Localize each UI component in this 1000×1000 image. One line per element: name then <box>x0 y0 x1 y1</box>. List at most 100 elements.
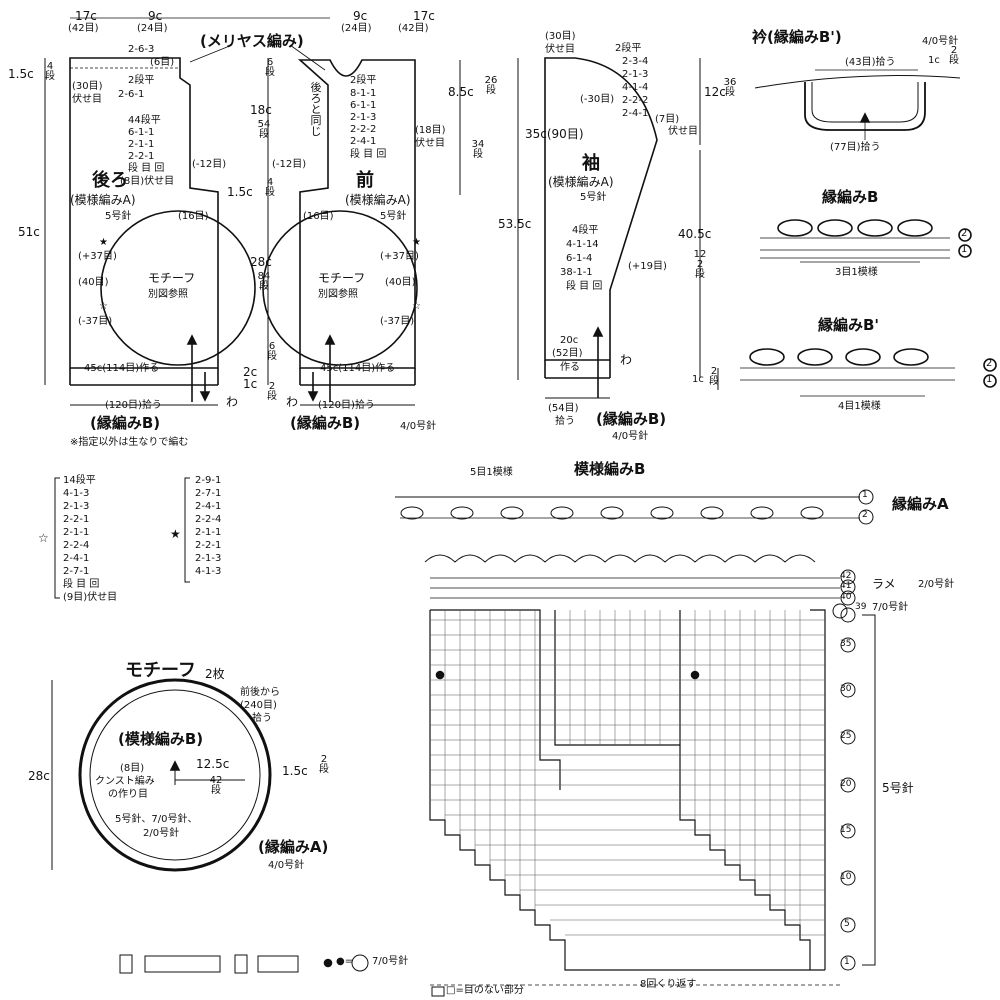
edging-b-prime-repeat: 4目1模様 <box>838 401 881 412</box>
sleeve-inc-1: 4-1-14 <box>566 239 599 250</box>
back-note: ※指定以外は生なりで編む <box>70 437 189 448</box>
back-decrease: (-37目) <box>78 316 113 327</box>
back-armhole-dec-2: 2-1-1 <box>128 139 155 150</box>
back-pattern: (模様編みA) <box>70 193 136 207</box>
front-neck-dec-2: 6-1-1 <box>350 100 377 111</box>
chart-repeat: 5目1模様 <box>470 467 513 478</box>
open-star-row: 2-4-1 <box>63 553 90 564</box>
front-neck-bind-label: 伏せ目 <box>415 138 445 149</box>
edging-b-prime-height: 1c <box>692 374 704 385</box>
back-armhole-dec-1: 6-1-1 <box>128 127 155 138</box>
edging-b-prime-rows: 2段 <box>709 366 719 387</box>
back-needle: 5号針 <box>105 211 132 222</box>
sleeve-width: 35c(90目) <box>525 127 584 141</box>
front-st40: (40目) <box>385 277 416 288</box>
open-star-row: 2-7-1 <box>63 566 90 577</box>
front-neck-rows: 26段 <box>484 75 498 96</box>
front-top-mid-width: 9c <box>353 9 368 23</box>
back-st40: (40目) <box>78 277 109 288</box>
front-h2: 2c <box>243 365 258 379</box>
front-rows-34: 34段 <box>471 139 485 160</box>
chart-row-25: 25 <box>840 731 852 741</box>
edging-b-prime-row-2: 2 <box>986 358 993 369</box>
front-body-length: 28c <box>250 255 272 269</box>
sleeve-cap-bind: (30目) <box>545 31 576 42</box>
front-edging-needle: 4/0号針 <box>400 421 437 432</box>
chart-bobble-legend: ●= <box>336 956 354 967</box>
sleeve-edging-needle: 4/0号針 <box>612 431 649 442</box>
collar-height: 1c <box>928 55 940 66</box>
sleeve-needle: 5号針 <box>580 192 607 203</box>
sleeve-cuff-make: 作る <box>560 362 580 373</box>
back-neck-bind-label: 伏せ目 <box>72 94 102 105</box>
front-motif-ref: 別図参照 <box>318 289 358 300</box>
motif-diameter: 28c <box>28 769 50 783</box>
front-neck-dec-3: 2-1-3 <box>350 112 377 123</box>
back-motif-ref: 別図参照 <box>148 289 188 300</box>
front-neck-dec-1: 8-1-1 <box>350 88 377 99</box>
front-armhole-length: 18c <box>250 103 272 117</box>
motif-needles-2: 2/0号針 <box>143 828 180 839</box>
back-star-filled: ★ <box>99 237 108 248</box>
front-neck-dec-4: 2-2-2 <box>350 124 377 135</box>
motif-start-1: クンスト編み <box>95 776 155 787</box>
front-pattern: (模様編みA) <box>345 193 411 207</box>
motif-radius: 12.5c <box>196 757 230 771</box>
motif-needles-1: 5号針、7/0号針、 <box>115 814 198 825</box>
front-rows-2: 2段 <box>267 381 277 402</box>
front-title: 前 <box>356 170 374 191</box>
chart-edge-row-2: 2 <box>862 510 868 520</box>
front-rows-6b: 6段 <box>267 341 277 362</box>
front-pick: (120目)拾う <box>318 400 375 411</box>
back-neck-bind: (30目) <box>72 81 103 92</box>
back-shoulder-rows: 4段 <box>45 61 55 82</box>
chart-edge-row-1: 1 <box>862 490 868 500</box>
motif-edge-height: 1.5c <box>282 764 308 778</box>
open-star-row: 2-1-3 <box>63 501 90 512</box>
back-shoulder-decrease: 2-6-3 <box>128 44 155 55</box>
open-star-row: 2-2-1 <box>63 514 90 525</box>
back-hem: 45c(114目)作る <box>84 363 160 374</box>
sleeve-inc-flat: 4段平 <box>572 225 599 236</box>
chart-row-42: 42 <box>840 571 852 581</box>
sleeve-body-length: 40.5c <box>678 227 712 241</box>
filled-star-row: 2-9-1 <box>195 475 222 486</box>
back-neck-decrease: 2-6-1 <box>118 89 145 100</box>
front-body-rows: 84段 <box>257 271 271 292</box>
front-top-right-stitches: (42目) <box>398 23 429 34</box>
sleeve-cap-minus: (-30目) <box>580 94 615 105</box>
edging-b-row-2: 2 <box>961 228 968 239</box>
front-armhole-rows: 54段 <box>257 119 271 140</box>
chart-row-10: 10 <box>840 872 852 882</box>
filled-star-row: 4-1-3 <box>195 566 222 577</box>
chart-bobble-needle: 7/0号針 <box>372 956 409 967</box>
chart-row-20: 20 <box>840 779 852 789</box>
filled-star-row: 2-7-1 <box>195 488 222 499</box>
chart-row-30: 30 <box>840 684 852 694</box>
motif-count: 2枚 <box>205 667 225 681</box>
sleeve-cuff-width: 20c <box>560 335 579 346</box>
front-top-right-width: 17c <box>413 9 435 23</box>
sleeve-cap-bind-label: 伏せ目 <box>545 44 575 55</box>
back-edging: (縁編みB) <box>90 414 161 432</box>
front-star-open: ☆ <box>412 301 421 312</box>
motif-rows: 42段 <box>209 775 223 796</box>
back-st16: (16目) <box>178 211 209 222</box>
motif-title: モチーフ <box>125 660 196 681</box>
sleeve-inc-header: 段 目 回 <box>566 281 603 292</box>
back-motif-label: モチーフ <box>148 271 196 285</box>
edging-b-row-1: 1 <box>961 244 968 255</box>
sleeve-inc-3: 38-1-1 <box>560 267 593 278</box>
back-armhole-dec-3: 2-2-1 <box>128 151 155 162</box>
sleeve-bind7: (7目) <box>655 114 680 125</box>
sleeve-wa: わ <box>620 353 633 367</box>
motif-pick-2: (240目) <box>240 700 277 711</box>
front-neck-depth: 8.5c <box>448 85 474 99</box>
motif-pick-1: 前後から <box>240 687 280 698</box>
back-wa: わ <box>226 395 239 409</box>
back-armhole-minus: (-12目) <box>192 159 227 170</box>
motif-start-sts: (8目) <box>120 763 145 774</box>
front-neck-bind: (18目) <box>415 125 446 136</box>
front-st16: (16目) <box>303 211 334 222</box>
